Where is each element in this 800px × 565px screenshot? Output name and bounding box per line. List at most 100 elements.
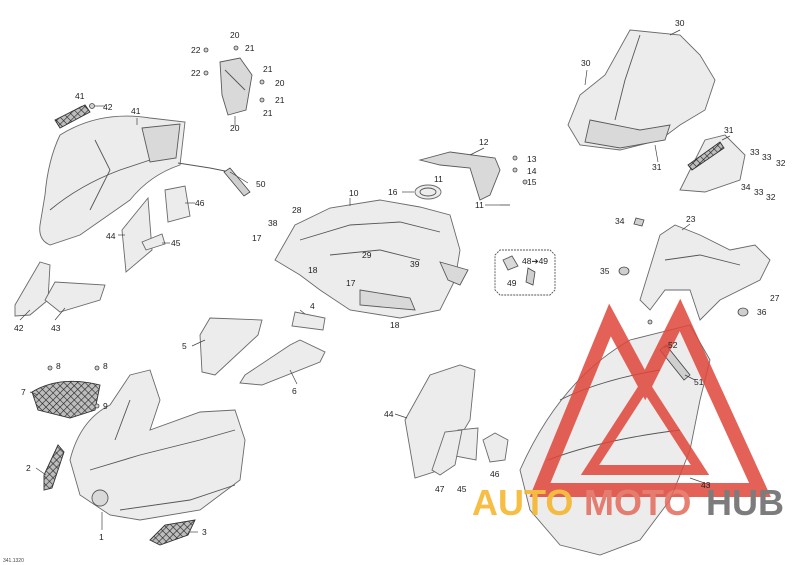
callout-40: 46 <box>195 198 205 208</box>
callout-18: 18 <box>308 265 318 275</box>
part-3-grille <box>149 519 196 546</box>
callout-19: 20 <box>230 123 240 133</box>
callout-33: 36 <box>757 307 767 317</box>
callout-50: 50 <box>256 179 266 189</box>
callout-21: 21 <box>263 108 273 118</box>
part-50-strip <box>223 167 251 197</box>
watermark-triangle-icon <box>529 298 771 497</box>
leader-lines <box>19 29 731 533</box>
callout-32: 33 <box>750 147 760 157</box>
callout-23: 23 <box>686 214 696 224</box>
callout-33: 35 <box>600 266 610 276</box>
callout-21: 21 <box>263 64 273 74</box>
callout-20: 20 <box>230 30 240 40</box>
callout-39: 45 <box>171 238 181 248</box>
callout-25: 28 <box>292 205 302 215</box>
callout-41: 41 <box>75 91 85 101</box>
callout-21: 21 <box>245 43 255 53</box>
callout-31: 33 <box>754 187 764 197</box>
callout-5: 5 <box>182 341 187 351</box>
part-26-windshield <box>567 29 716 151</box>
part-47-panel <box>431 429 463 476</box>
callout-35: 41 <box>131 106 141 116</box>
part-1-front-fairing <box>69 369 246 521</box>
callout-9: 9 <box>103 401 108 411</box>
part-5-panel <box>199 317 263 376</box>
callout-44: 44 <box>384 409 394 419</box>
callout-24: 27 <box>770 293 780 303</box>
callout-28: 31 <box>652 162 662 172</box>
callout-25: 29 <box>362 250 372 260</box>
callout-52: 52 <box>668 340 678 350</box>
callout-36: 42 <box>14 323 24 333</box>
part-10-cowl <box>274 199 469 319</box>
callout-30: 32 <box>766 192 776 202</box>
watermark-word-hub: HUB <box>706 482 784 523</box>
callout-26: 30 <box>675 18 685 28</box>
part-19-bracket <box>203 45 265 116</box>
part-29-side-panel <box>679 134 746 193</box>
callout-45: 45 <box>457 484 467 494</box>
callout-37: 43 <box>51 323 61 333</box>
part-37-panel <box>44 281 106 313</box>
callout-8: 8 <box>56 361 61 371</box>
callout-13: 13 <box>527 154 537 164</box>
callout-7: 7 <box>21 387 26 397</box>
callout-17: 17 <box>346 278 356 288</box>
callout-16: 16 <box>388 187 398 197</box>
callout-3: 3 <box>202 527 207 537</box>
part-12-bracket <box>418 151 528 206</box>
part-46-panel <box>482 432 509 463</box>
part-40-panel <box>164 185 191 223</box>
callout-48-49: 48➔49 <box>522 256 548 266</box>
part-44-panel <box>404 364 476 479</box>
callout-labels: 41 42 41 50 46 44 45 42 43 20 21 22 21 2… <box>3 18 786 564</box>
callout-6: 6 <box>292 386 297 396</box>
part-23-bracket <box>618 217 771 321</box>
callout-49: 49 <box>507 278 517 288</box>
callout-11: 11 <box>475 200 484 210</box>
callout-43: 43 <box>701 480 711 490</box>
callout-32: 34 <box>741 182 751 192</box>
callout-31: 33 <box>762 152 772 162</box>
callout-29: 31 <box>724 125 734 135</box>
callout-12: 12 <box>479 137 489 147</box>
callout-14: 14 <box>527 166 537 176</box>
part-39-panel <box>141 233 166 251</box>
callout-46: 46 <box>490 469 500 479</box>
part-48-connector <box>494 249 556 296</box>
part-4-panel <box>291 311 326 331</box>
part-7-grille <box>31 365 101 419</box>
callout-17: 17 <box>252 233 262 243</box>
callout-2: 2 <box>26 463 31 473</box>
callout-38: 44 <box>106 231 116 241</box>
callout-8: 8 <box>103 361 108 371</box>
part-2-grille <box>43 444 65 491</box>
callout-10: 10 <box>349 188 359 198</box>
watermark-word-auto: AUTO <box>472 482 573 523</box>
callout-18: 18 <box>390 320 400 330</box>
callout-27: 30 <box>581 58 591 68</box>
callout-1: 1 <box>99 532 104 542</box>
part-16-ring <box>414 184 442 200</box>
part-38-panel <box>121 196 153 273</box>
callout-30: 32 <box>776 158 786 168</box>
reference-code: 341.1320 <box>3 558 24 564</box>
callout-4: 4 <box>310 301 315 311</box>
callout-33: 34 <box>615 216 625 226</box>
callout-47: 47 <box>435 484 445 494</box>
callout-34: 38 <box>268 218 278 228</box>
callout-22: 22 <box>191 45 201 55</box>
callout-51: 51 <box>694 377 704 387</box>
watermark-logo: AUTO MOTO HUB <box>472 298 784 523</box>
part-36-panel <box>14 261 51 317</box>
callout-11: 11 <box>434 174 443 184</box>
part-6-panel <box>239 339 326 386</box>
callout-15: 15 <box>527 177 537 187</box>
callout-20: 20 <box>275 78 285 88</box>
callout-22: 22 <box>191 68 201 78</box>
part-35-side-fairing <box>39 115 231 246</box>
callout-34: 39 <box>410 259 420 269</box>
callout-42: 42 <box>103 102 113 112</box>
